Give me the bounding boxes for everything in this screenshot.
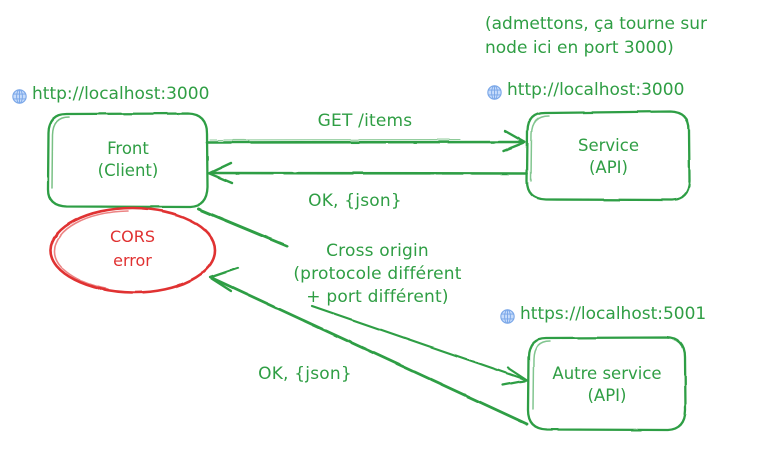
cors-error-label: CORS error bbox=[109, 227, 156, 270]
url-autre-service: https://localhost:5001 bbox=[500, 303, 706, 325]
arrow-cross-origin-request[interactable] bbox=[196, 207, 529, 387]
arrow-get-items[interactable] bbox=[205, 129, 527, 153]
url-autre-service-text: https://localhost:5001 bbox=[520, 304, 707, 324]
node-front-label: Front (Client) bbox=[97, 139, 159, 180]
cors-error-ellipse[interactable] bbox=[49, 206, 217, 294]
url-front-text: http://localhost:3000 bbox=[32, 84, 210, 104]
arrow-ok-json-top[interactable] bbox=[207, 161, 529, 185]
edge-label-ok-json-bottom: OK, {json} bbox=[258, 364, 352, 384]
globe-icon bbox=[487, 84, 502, 100]
globe-icon bbox=[500, 308, 515, 324]
node-autre-service-label: Autre service (API) bbox=[552, 364, 662, 405]
url-service: http://localhost:3000 bbox=[487, 79, 684, 101]
arrow-ok-json-bottom[interactable] bbox=[208, 266, 529, 426]
edge-label-get-items: GET /items bbox=[317, 111, 413, 131]
url-front: http://localhost:3000 bbox=[12, 83, 209, 105]
globe-icon bbox=[12, 88, 27, 104]
node-service-label: Service (API) bbox=[578, 136, 639, 177]
edge-label-ok-json-top: OK, {json} bbox=[308, 191, 402, 211]
url-service-text: http://localhost:3000 bbox=[507, 80, 685, 100]
node-front-box[interactable] bbox=[46, 112, 209, 209]
edge-label-cross-origin: Cross origin (protocole différent + port… bbox=[293, 241, 462, 307]
service-note: (admettons, ça tourne sur node ici en po… bbox=[485, 14, 707, 58]
node-service-box[interactable] bbox=[525, 110, 691, 202]
node-autre-service-box[interactable] bbox=[526, 336, 687, 432]
